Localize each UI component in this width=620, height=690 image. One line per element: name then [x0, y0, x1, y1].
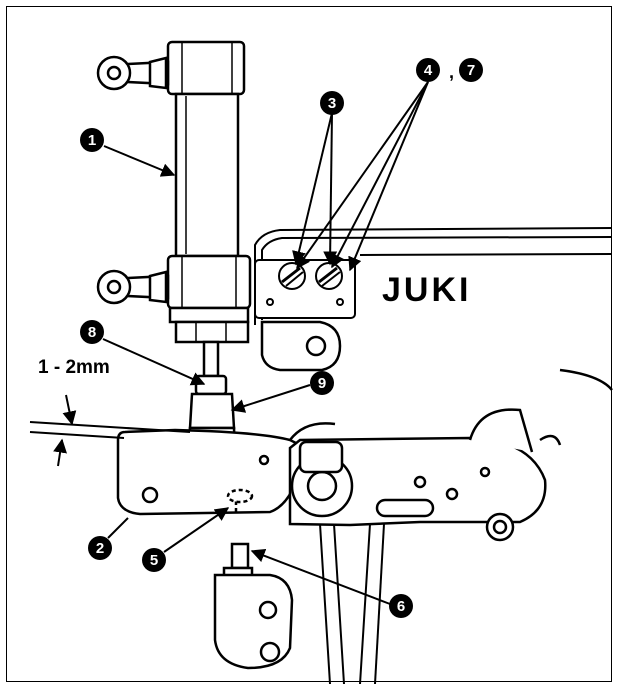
mounting-screws [266, 262, 344, 306]
svg-text:1: 1 [88, 132, 96, 149]
svg-text:2: 2 [96, 540, 104, 557]
svg-text:5: 5 [150, 552, 158, 569]
lever-plate [116, 428, 314, 516]
callout-8: 8 [80, 320, 104, 344]
leader-lines [102, 81, 429, 605]
callout-2: 2 [88, 536, 112, 560]
callout-5: 5 [142, 548, 166, 572]
right-linkage [288, 368, 613, 542]
svg-text:9: 9 [318, 375, 326, 392]
support-lines [319, 523, 385, 685]
callout-3: 3 [320, 91, 344, 115]
juki-logo: JUKI [382, 271, 471, 309]
callout-separator: , [449, 62, 454, 82]
gap-dimension-label: 1 - 2mm [38, 357, 110, 378]
lower-bracket [260, 320, 342, 372]
svg-text:3: 3 [328, 95, 336, 112]
svg-text:4: 4 [424, 62, 433, 79]
svg-text:8: 8 [88, 324, 96, 341]
callout-1: 1 [80, 128, 104, 152]
air-fittings [96, 55, 170, 305]
callout-9: 9 [310, 371, 334, 395]
callout-6: 6 [389, 594, 413, 618]
callout-7: 7 [459, 58, 483, 82]
svg-text:6: 6 [397, 598, 405, 615]
air-cylinder [166, 40, 252, 344]
svg-text:7: 7 [467, 62, 475, 79]
figure-frame [6, 6, 612, 682]
gap-dimension [29, 394, 191, 467]
adjust-screw-assembly [213, 488, 294, 670]
callout-4: 4 [416, 58, 440, 82]
